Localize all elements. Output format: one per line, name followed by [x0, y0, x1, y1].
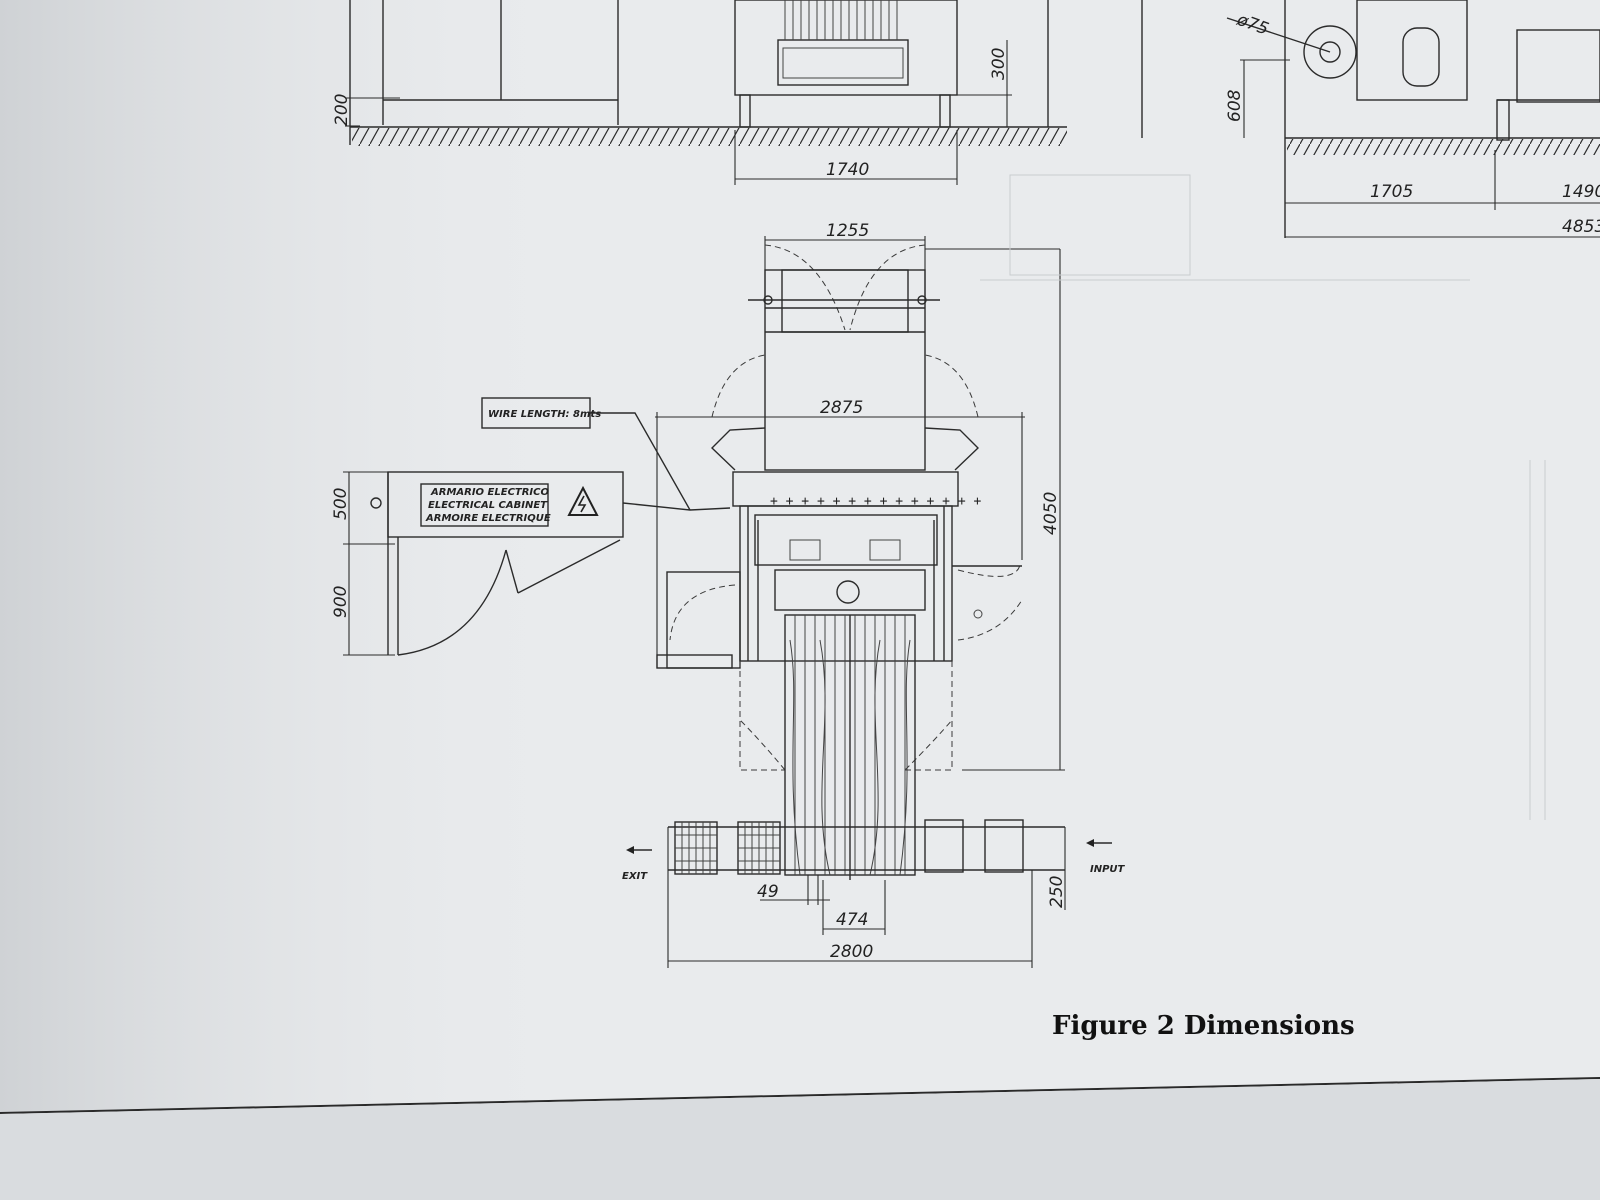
- dim-2875: 2875: [820, 398, 863, 418]
- top-left-elevation: 200: [332, 0, 1067, 146]
- plan-view-machine: 1255 4050 2875 + + + + + + + + + + + + +…: [655, 221, 1065, 880]
- input-arrow-icon: [1086, 839, 1112, 847]
- top-right-elevation: ø75 608 1705 1490 4853: [1141, 0, 1600, 238]
- dim-300: 300: [989, 48, 1009, 80]
- dim-608: 608: [1225, 89, 1245, 122]
- exit-pack-1: [674, 821, 718, 875]
- lower-page: [0, 1079, 1600, 1200]
- dim-1705: 1705: [1370, 182, 1413, 202]
- dim-1490: 1490: [1562, 182, 1600, 202]
- wire-length-label: WIRE LENGTH: 8mts: [488, 409, 601, 420]
- dim-900: 900: [331, 586, 351, 618]
- dim-1740: 1740: [826, 160, 869, 180]
- page-edge: [0, 1077, 1600, 1114]
- cabinet-knob-icon: [370, 497, 382, 509]
- cabinet-label-fr: ARMOIRE ELECTRIQUE: [425, 513, 551, 524]
- dim-4050: 4050: [1041, 492, 1061, 535]
- bleed-through-lines: [980, 174, 1546, 820]
- infeed-lanes: [784, 614, 916, 880]
- ground-hatch-right: [1287, 139, 1600, 155]
- dim-49: 49: [757, 882, 779, 902]
- electrical-cabinet: ARMARIO ELECTRICO ELECTRICAL CABINET ARM…: [331, 471, 731, 656]
- ground-hatch-left: [352, 128, 1067, 146]
- conveyor-line: EXIT INPUT 250 49 474 2800: [622, 819, 1126, 968]
- dim-2800: 2800: [830, 942, 873, 962]
- dim-250: 250: [1047, 876, 1067, 908]
- dim-200: 200: [332, 94, 352, 126]
- figure-caption: Figure 2 Dimensions: [1052, 1011, 1355, 1041]
- cabinet-label-es: ARMARIO ELECTRICO: [430, 487, 549, 498]
- high-voltage-warning-icon: [567, 485, 599, 516]
- top-center-elevation: 300 1740: [734, 0, 1049, 185]
- dim-1255: 1255: [826, 221, 869, 241]
- dim-4853: 4853: [1562, 217, 1600, 237]
- svg-text:+ + + + + + + + + + + + + +: + + + + + + + + + + + + + +: [770, 494, 981, 509]
- input-pack-1: [924, 819, 964, 873]
- exit-arrow-icon: [626, 846, 652, 854]
- roll-circle: [1303, 25, 1357, 79]
- exit-label: EXIT: [622, 871, 648, 882]
- exit-pack-2: [737, 821, 781, 875]
- dim-500: 500: [331, 488, 351, 520]
- input-pack-2: [984, 819, 1024, 873]
- wire-length-tag: WIRE LENGTH: 8mts: [481, 397, 691, 511]
- input-label: INPUT: [1090, 864, 1126, 875]
- cabinet-label-en: ELECTRICAL CABINET: [428, 500, 548, 511]
- dim-474: 474: [836, 910, 868, 930]
